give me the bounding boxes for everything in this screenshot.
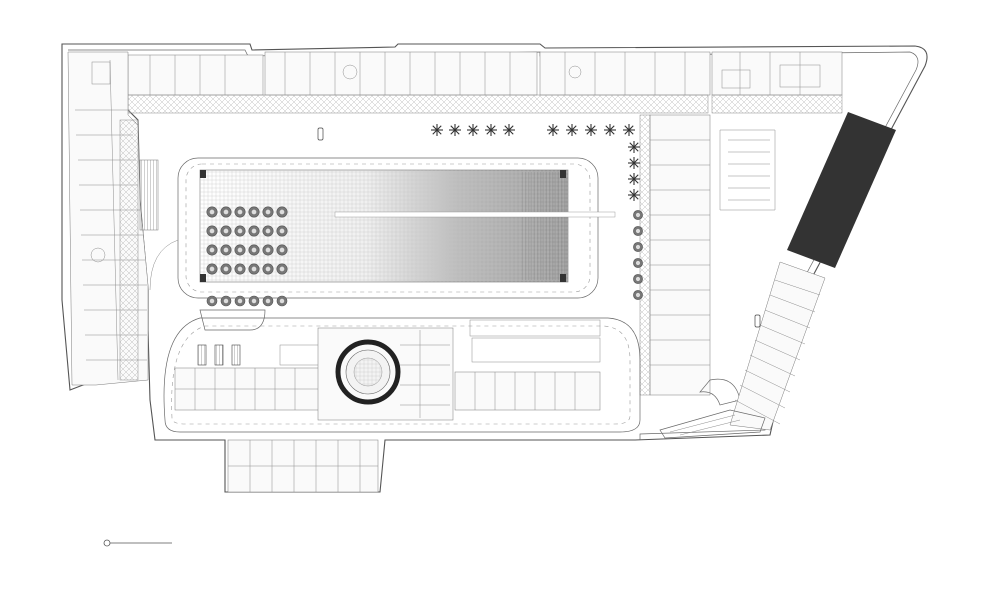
- north-building-strip: [127, 51, 843, 114]
- tree-column-east: [633, 210, 643, 300]
- palm-tree-icon: [485, 124, 497, 136]
- tree-core: [279, 228, 285, 234]
- south-building: [174, 319, 601, 411]
- palm-tree-icon: [628, 141, 640, 153]
- palm-tree-icon: [566, 124, 578, 136]
- palm-tree-icon: [604, 124, 616, 136]
- tree-core: [265, 247, 271, 253]
- tree-core: [237, 209, 243, 215]
- tree-core: [237, 228, 243, 234]
- tree-core: [209, 266, 215, 272]
- road-link: [199, 309, 266, 331]
- tree-core: [209, 228, 215, 234]
- palm-tree-icon: [547, 124, 559, 136]
- ring-road: [149, 157, 641, 433]
- west-wing: [67, 51, 159, 386]
- tree-core: [635, 260, 641, 266]
- palm-column: [628, 141, 640, 201]
- car-icon: [754, 314, 761, 328]
- tree-core: [635, 292, 641, 298]
- tree-core: [223, 247, 229, 253]
- palm-tree-icon: [467, 124, 479, 136]
- tree-grid: [206, 206, 288, 275]
- tree-core: [237, 266, 243, 272]
- palm-tree-icon: [623, 124, 635, 136]
- tree-core: [635, 276, 641, 282]
- circular-hall: [317, 327, 454, 421]
- tree-core: [279, 266, 285, 272]
- tree-core: [223, 298, 229, 304]
- tree-core: [209, 247, 215, 253]
- dark-block: [787, 112, 896, 268]
- tree-core: [635, 244, 641, 250]
- tree-core: [209, 209, 215, 215]
- tree-core: [209, 298, 215, 304]
- tree-core: [223, 209, 229, 215]
- southeast-diagonal-wing: [659, 261, 826, 439]
- tree-core: [251, 266, 257, 272]
- tree-core: [237, 247, 243, 253]
- east-wing: [639, 114, 776, 406]
- scale-marker: [103, 539, 172, 547]
- tree-core: [635, 212, 641, 218]
- tree-core: [279, 209, 285, 215]
- tree-core: [223, 228, 229, 234]
- tree-core: [265, 266, 271, 272]
- palm-tree-icon: [628, 189, 640, 201]
- tree-core: [251, 298, 257, 304]
- tree-core: [251, 209, 257, 215]
- tree-core: [251, 247, 257, 253]
- tree-core: [265, 209, 271, 215]
- tree-core: [279, 298, 285, 304]
- tree-row: [206, 295, 288, 307]
- tree-core: [265, 228, 271, 234]
- palm-tree-icon: [628, 173, 640, 185]
- tree-core: [265, 298, 271, 304]
- south-annex: [227, 439, 379, 493]
- palm-tree-icon: [431, 124, 443, 136]
- palm-tree-icon: [628, 157, 640, 169]
- palm-tree-icon: [449, 124, 461, 136]
- tree-core: [223, 266, 229, 272]
- palm-row: [431, 124, 635, 136]
- central-plaza: [199, 169, 616, 283]
- tree-core: [279, 247, 285, 253]
- tree-core: [237, 298, 243, 304]
- car-icon-2: [317, 127, 324, 141]
- palm-tree-icon: [585, 124, 597, 136]
- tree-core: [251, 228, 257, 234]
- palm-tree-icon: [503, 124, 515, 136]
- tree-core: [635, 228, 641, 234]
